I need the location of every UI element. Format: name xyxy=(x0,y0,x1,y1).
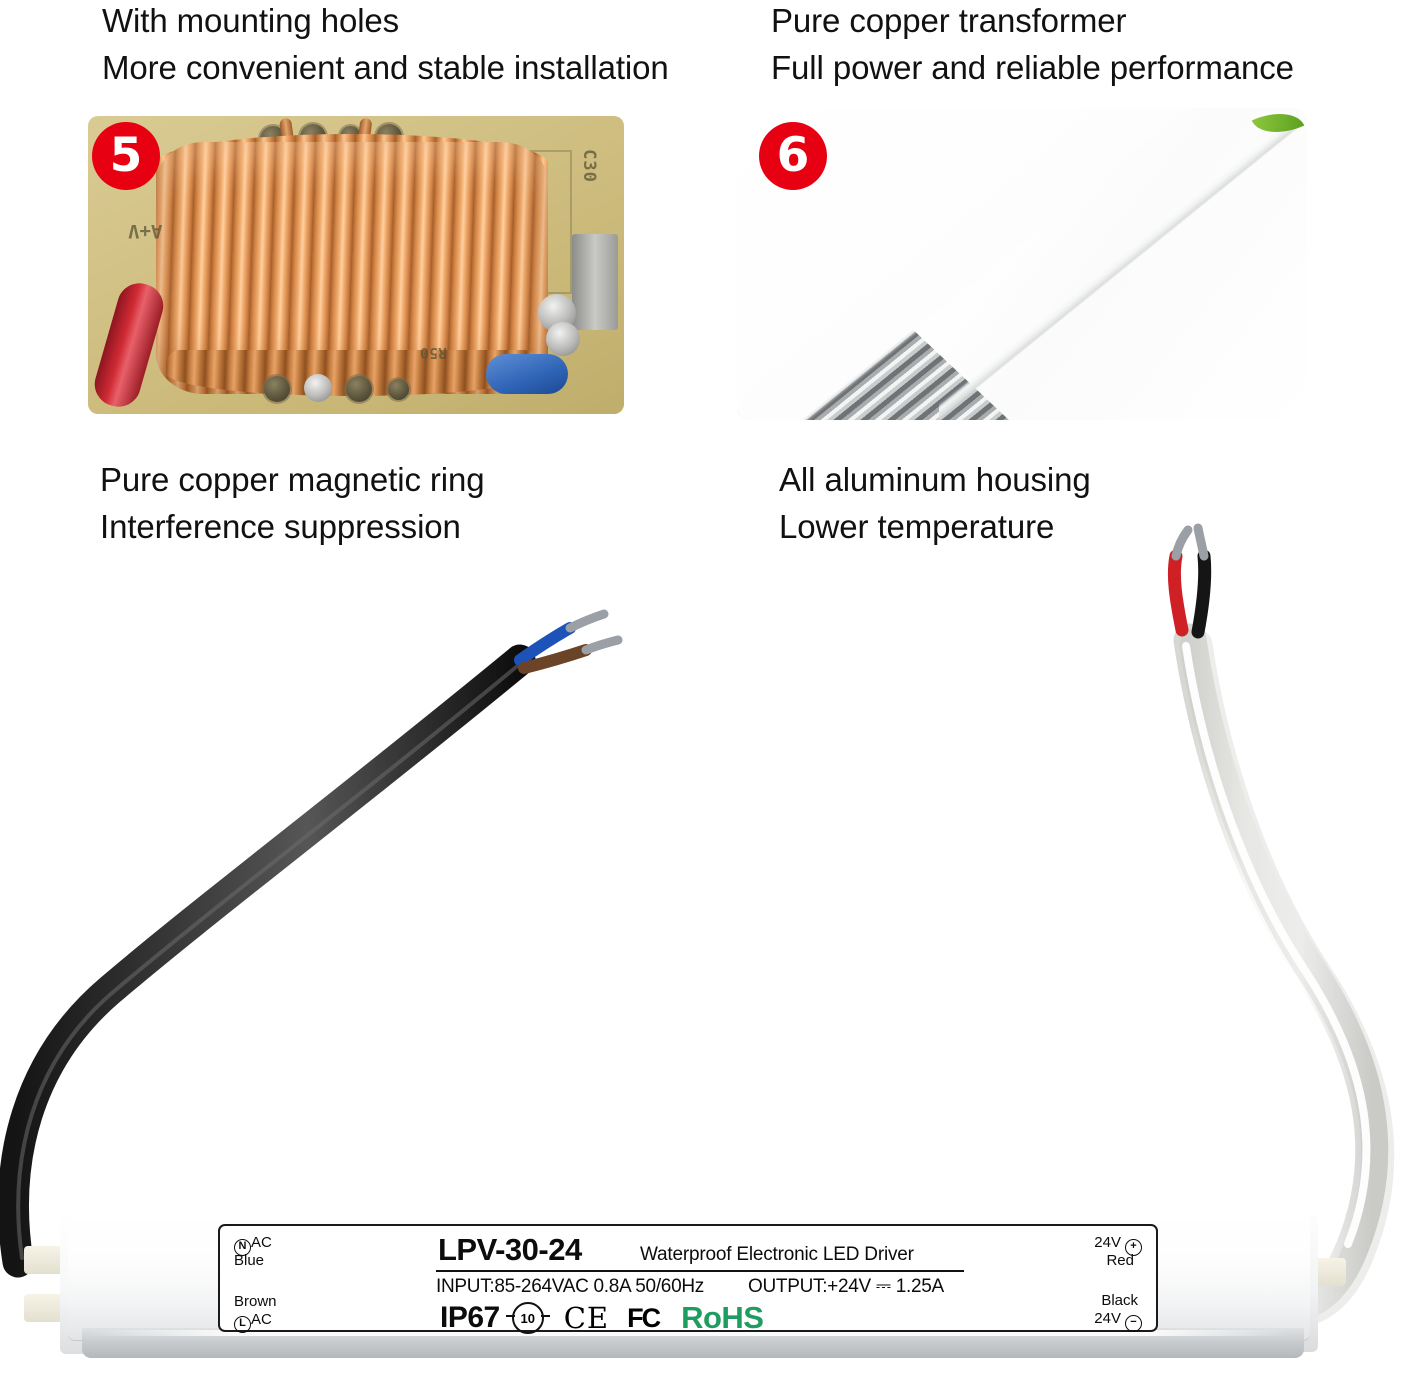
feature-caption-magnetic-ring: Pure copper magnetic ring Interference s… xyxy=(100,457,485,551)
dc-positive-wire-color: Red xyxy=(1106,1252,1134,1269)
fcc-mark-icon: FC xyxy=(627,1302,661,1333)
rohs-mark: RoHS xyxy=(681,1300,764,1335)
mounting-tab xyxy=(24,1294,66,1322)
ce-mark-icon: CE xyxy=(563,1301,610,1335)
ac-neutral-wire-color: Blue xyxy=(234,1252,265,1269)
feature-caption-line1: All aluminum housing xyxy=(779,461,1091,498)
ac-live-text: AC xyxy=(251,1311,272,1328)
blue-capacitor xyxy=(486,354,568,394)
dc-negative-voltage: 24V xyxy=(1094,1310,1121,1327)
dc-positive-marking: 24V+ xyxy=(1094,1234,1142,1256)
input-cable-jacket xyxy=(0,644,536,1278)
output-cable-highlight xyxy=(1182,642,1371,1248)
output-spec: OUTPUT:+24V ⎓ 1.25A xyxy=(748,1276,944,1297)
silkscreen-r: R50 xyxy=(420,344,448,362)
plus-symbol-icon: + xyxy=(1125,1239,1142,1256)
driver-housing-highlight xyxy=(90,1330,1290,1336)
dc-negative-marking: 24V− xyxy=(1094,1310,1142,1332)
mounting-tab xyxy=(24,1246,66,1274)
feature-heading-line2: Full power and reliable performance xyxy=(771,48,1294,86)
output-conductor-black xyxy=(1191,549,1212,639)
feature-heading-mounting: With mounting holes More convenient and … xyxy=(102,0,669,92)
step-badge-6: 6 xyxy=(759,122,827,190)
neutral-symbol-icon: N xyxy=(234,1239,251,1256)
china-rohs-icon: 10 xyxy=(505,1302,550,1334)
feature-heading-line1: Pure copper transformer xyxy=(771,2,1127,39)
screw-terminal xyxy=(546,322,580,356)
feature-heading-line2: More convenient and stable installation xyxy=(102,48,669,86)
ip-rating: IP67 xyxy=(440,1301,500,1334)
input-conductor-brown-tip xyxy=(581,635,623,655)
minus-symbol-icon: − xyxy=(1125,1315,1142,1332)
solder-pad xyxy=(346,376,372,402)
ac-live-wire-color: Brown xyxy=(234,1293,277,1310)
housing-seam-line xyxy=(939,110,1299,420)
dc-negative-wire-color: Black xyxy=(1101,1292,1138,1309)
silkscreen-c30: C30 xyxy=(579,149,600,183)
solder-pad xyxy=(388,379,409,400)
input-conductor-brown xyxy=(518,644,592,674)
output-cable-jacket xyxy=(1173,623,1389,1322)
feature-caption-line1: Pure copper magnetic ring xyxy=(100,461,485,498)
output-cable-shadow xyxy=(1179,628,1395,1327)
ac-neutral-text: AC xyxy=(251,1234,272,1251)
certification-row: IP67 10 CE FC RoHS xyxy=(440,1300,764,1336)
input-spec: INPUT:85-264VAC 0.8A 50/60Hz xyxy=(436,1276,704,1297)
label-divider-rule xyxy=(436,1270,964,1272)
solder-pad xyxy=(264,376,290,402)
terminal-block xyxy=(572,234,618,330)
product-model-number: LPV-30-24 xyxy=(438,1232,582,1267)
output-conductor-red-tip xyxy=(1171,525,1193,561)
pcb-board: C30 A+V R50 xyxy=(88,116,624,414)
screw-pad xyxy=(304,374,332,402)
dc-positive-voltage: 24V xyxy=(1094,1234,1121,1251)
feature-caption-line2: Lower temperature xyxy=(779,507,1055,545)
feature-heading-transformer: Pure copper transformer Full power and r… xyxy=(771,0,1294,92)
input-conductor-blue-tip xyxy=(565,609,609,633)
output-conductor-black-tip xyxy=(1193,523,1209,561)
output-conductor-red xyxy=(1167,549,1189,637)
silkscreen-av: A+V xyxy=(128,220,163,242)
input-conductor-blue xyxy=(514,622,576,666)
product-tagline: Waterproof Electronic LED Driver xyxy=(640,1244,914,1265)
input-cable-highlight xyxy=(16,661,523,1260)
feature-photo-magnetic-ring: 5 C30 A+V R50 xyxy=(70,108,640,420)
live-symbol-icon: L xyxy=(234,1316,251,1333)
feature-photo-aluminum-housing: 6 xyxy=(737,108,1307,420)
step-badge-5: 5 xyxy=(92,122,160,190)
feature-caption-aluminum-housing: All aluminum housing Lower temperature xyxy=(779,457,1091,551)
feature-heading-line1: With mounting holes xyxy=(102,2,400,39)
feature-caption-line2: Interference suppression xyxy=(100,507,461,545)
